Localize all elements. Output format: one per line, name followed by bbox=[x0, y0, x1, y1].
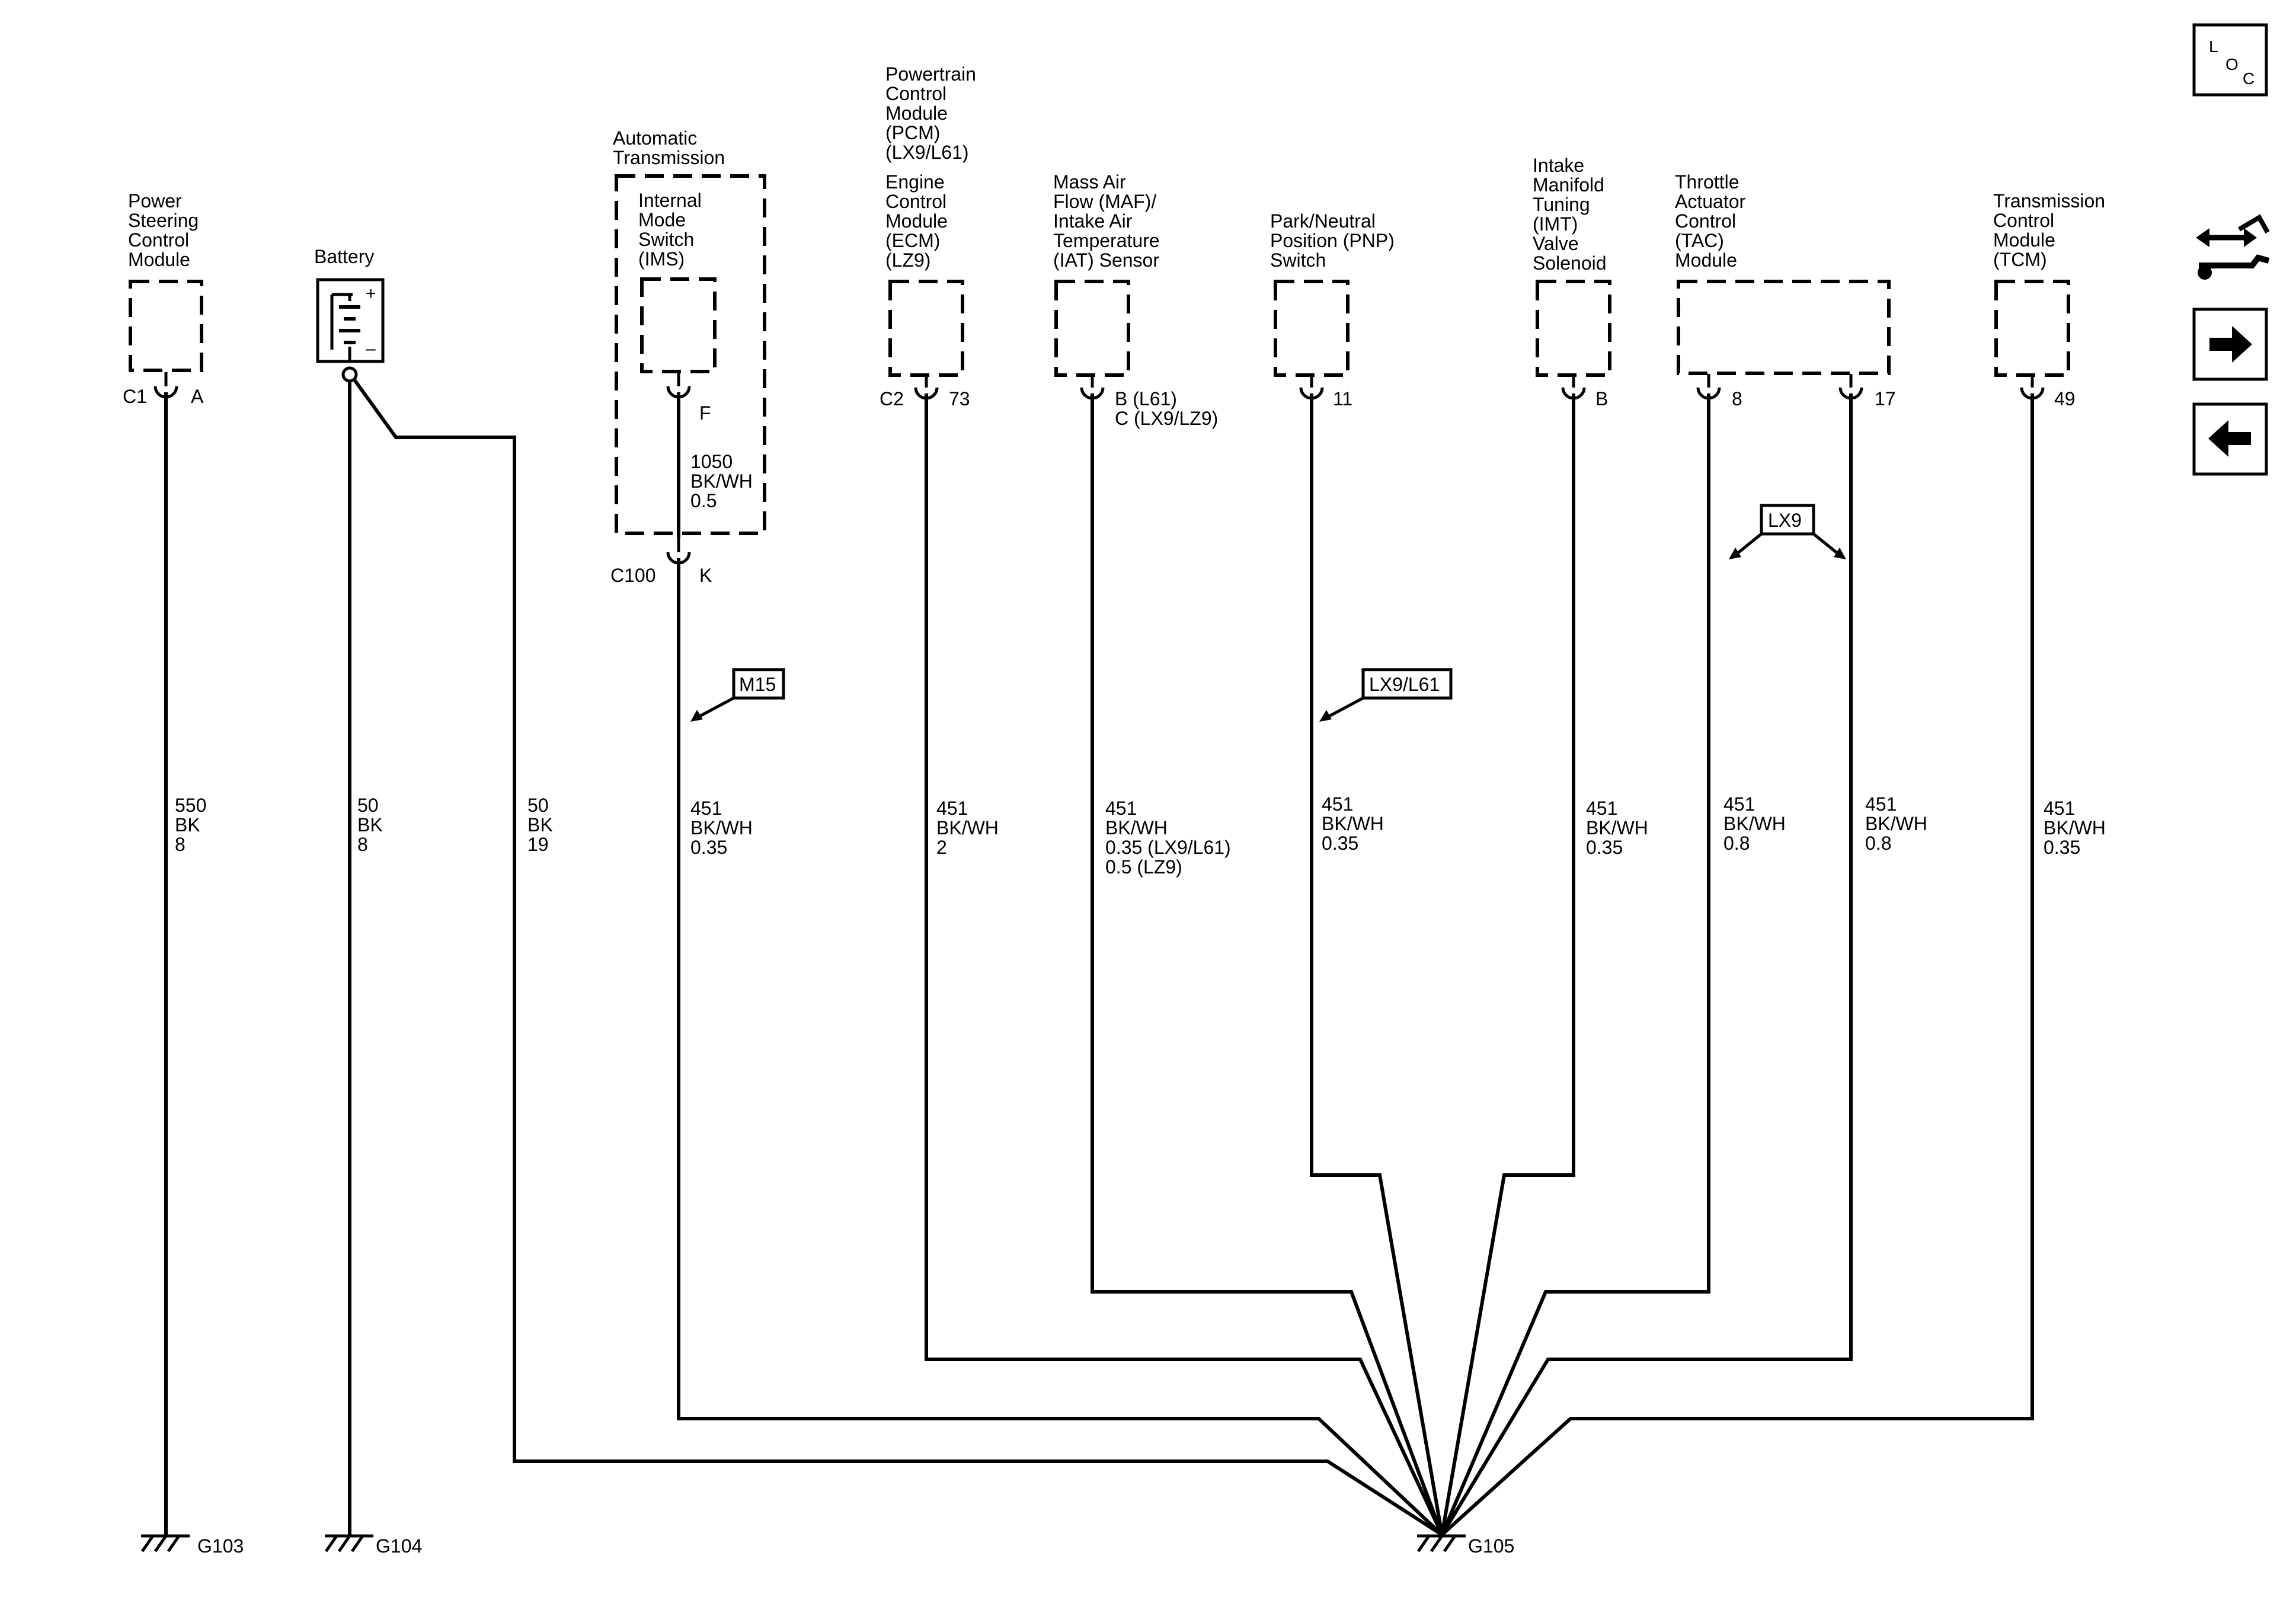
next-page-button[interactable] bbox=[2192, 308, 2268, 381]
wire-label-ps: 550 BK 8 bbox=[175, 795, 212, 855]
locator-letter-l: L bbox=[2209, 37, 2218, 56]
wire-tcm-to-g105 bbox=[1440, 393, 2034, 1537]
power-steering-module-box bbox=[129, 280, 203, 372]
wire-label-tac-2: 451 BK/WH 0.8 bbox=[1865, 793, 1933, 854]
maf-iat-sensor-box bbox=[1054, 280, 1130, 377]
ims-box bbox=[640, 277, 717, 373]
ecm-label: Engine Control Module (ECM) (LZ9) bbox=[885, 171, 953, 271]
tcm-box bbox=[1994, 280, 2070, 377]
option-lx9-text: LX9 bbox=[1768, 510, 1802, 531]
wire-imt-to-g105 bbox=[1440, 393, 1575, 1535]
c100-pin-label: K bbox=[699, 565, 712, 586]
locator-letter-c: C bbox=[2243, 69, 2255, 88]
pnp-pin-label: 11 bbox=[1333, 388, 1352, 409]
maf-iat-sensor-label: Mass Air Flow (MAF)/ Intake Air Temperat… bbox=[1053, 171, 1165, 271]
automatic-transmission-label: Automatic Transmission bbox=[613, 127, 725, 168]
automatic-transmission-box bbox=[615, 174, 766, 535]
wire-pnp-to-g105 bbox=[1310, 393, 1444, 1535]
tcm-pin-label: 49 bbox=[2054, 388, 2076, 409]
wire-label-imt: 451 BK/WH 0.35 bbox=[1586, 798, 1654, 858]
wire-label-ims: 1050 BK/WH 0.5 bbox=[690, 451, 758, 511]
wire-label-pcm: 451 BK/WH 2 bbox=[936, 798, 1004, 858]
option-m15-text: M15 bbox=[739, 674, 776, 695]
component-locator-button[interactable]: L O C bbox=[2192, 23, 2268, 97]
ps-pin-label: A bbox=[191, 386, 204, 407]
wire-label-tcm: 451 BK/WH 0.35 bbox=[2044, 798, 2111, 858]
wire-battery-to-g105 bbox=[353, 379, 1443, 1537]
wire-label-tac-1: 451 BK/WH 0.8 bbox=[1723, 793, 1791, 854]
c100-connector-label: C100 bbox=[610, 565, 656, 586]
option-callout-m15 bbox=[690, 668, 785, 722]
ims-label: Internal Mode Switch (IMS) bbox=[638, 190, 707, 270]
battery-minus-terminal: – bbox=[366, 339, 376, 359]
diagnostic-tool-icon[interactable] bbox=[2193, 213, 2270, 287]
wire-pcm-to-g105 bbox=[925, 393, 1444, 1536]
wire-label-battery-g104: 50 BK 8 bbox=[357, 795, 388, 855]
pcm-connector-label: C2 bbox=[880, 388, 904, 409]
previous-page-button[interactable] bbox=[2192, 402, 2268, 476]
pcm-box bbox=[888, 280, 964, 377]
wire-label-c100: 451 BK/WH 0.35 bbox=[690, 798, 758, 858]
connector-cups bbox=[154, 372, 2045, 565]
option-callout-lx9 bbox=[1729, 504, 1846, 559]
pnp-switch-box bbox=[1274, 280, 1350, 377]
battery-plus-terminal: + bbox=[366, 284, 376, 303]
tac-module-label: Throttle Actuator Control (TAC) Module bbox=[1675, 171, 1751, 271]
locator-letter-o: O bbox=[2225, 55, 2239, 73]
wires bbox=[164, 379, 2034, 1537]
tac-module-box bbox=[1677, 280, 1891, 375]
ims-pin-label: F bbox=[699, 402, 711, 424]
imt-solenoid-box bbox=[1536, 280, 1611, 377]
wire-maf-to-g105 bbox=[1091, 393, 1444, 1536]
ground-g105-label: G105 bbox=[1468, 1535, 1514, 1557]
option-callout-lx9-l61 bbox=[1319, 668, 1453, 722]
maf-pin-label-1: B (L61) bbox=[1115, 388, 1177, 409]
tac-pin-label-2: 17 bbox=[1875, 388, 1896, 409]
ground-g103-label: G103 bbox=[197, 1535, 244, 1557]
option-lx9-l61-text: LX9/L61 bbox=[1369, 674, 1440, 695]
imt-pin-label: B bbox=[1595, 388, 1608, 409]
wire-tac1-to-g105 bbox=[1440, 393, 1710, 1536]
tac-pin-label-1: 8 bbox=[1732, 388, 1742, 409]
ground-g104-label: G104 bbox=[376, 1535, 422, 1557]
tcm-label: Transmission Control Module (TCM) bbox=[1993, 190, 2110, 270]
wire-tac2-to-g105 bbox=[1440, 393, 1853, 1536]
maf-pin-label-2: C (LX9/LZ9) bbox=[1115, 408, 1218, 429]
ps-connector-label: C1 bbox=[123, 386, 147, 407]
battery-symbol bbox=[316, 278, 385, 383]
pnp-switch-label: Park/Neutral Position (PNP) Switch bbox=[1270, 210, 1400, 271]
ground-symbols bbox=[140, 1534, 1466, 1553]
pcm-label: Powertrain Control Module (PCM) (LX9/L61… bbox=[885, 63, 981, 163]
wire-label-battery-g105: 50 BK 19 bbox=[527, 795, 558, 855]
wire-label-maf: 451 BK/WH 0.35 (LX9/L61) 0.5 (LZ9) bbox=[1105, 798, 1236, 878]
power-steering-label: Power Steering Control Module bbox=[128, 190, 204, 270]
battery-label: Battery bbox=[314, 246, 374, 267]
wire-label-pnp: 451 BK/WH 0.35 bbox=[1322, 793, 1389, 854]
pcm-pin-label: 73 bbox=[949, 388, 970, 409]
wire-c100-to-g105 bbox=[677, 558, 1444, 1537]
imt-solenoid-label: Intake Manifold Tuning (IMT) Valve Solen… bbox=[1533, 155, 1610, 274]
